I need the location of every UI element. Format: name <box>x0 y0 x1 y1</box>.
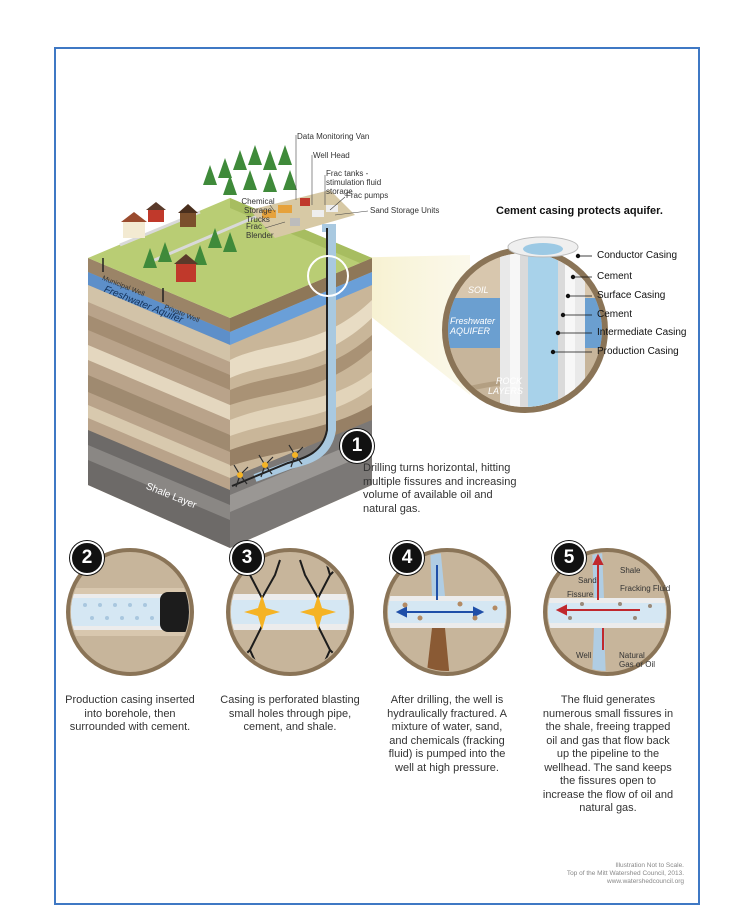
label-frac-blender: Frac Blender <box>246 222 274 240</box>
step2-illustration <box>66 548 194 676</box>
label-frac-tanks: Frac tanks - stimulation fluid storage <box>326 169 382 196</box>
step-5-caption: The fluid generates numerous small fissu… <box>542 694 674 814</box>
surface-leaders <box>264 135 369 229</box>
step5-label-sand: Sand <box>578 576 597 585</box>
casing-label-conductor: Conductor Casing <box>597 250 678 261</box>
step5-label-fissure: Fissure <box>567 590 594 599</box>
step5-label-shale: Shale <box>620 566 641 575</box>
step-4-caption: After drilling, the well is hydraulicall… <box>387 694 507 774</box>
step-3-badge: 3 <box>230 541 264 575</box>
label-well-head: Well Head <box>313 151 350 160</box>
magnifier-circle <box>307 255 349 297</box>
step5-illustration <box>543 548 671 676</box>
step-5-badge: 5 <box>552 541 586 575</box>
casing-label-intermediate: Intermediate Casing <box>597 327 687 338</box>
block-left-face <box>88 258 230 548</box>
label-data-monitoring-van: Data Monitoring Van <box>297 132 370 141</box>
step5-label-well: Well <box>576 651 592 660</box>
step-4-badge: 4 <box>390 541 424 575</box>
casing-label-surface: Surface Casing <box>597 290 666 301</box>
label-frac-pumps: Frac pumps <box>346 191 389 200</box>
step4-illustration <box>383 548 511 676</box>
credits-line-3: www.watershedcouncil.org <box>607 878 684 885</box>
step-1-text: Drilling turns horizontal, hitting multi… <box>363 462 517 515</box>
step5-label-fracking-fluid: Fracking Fluid <box>620 584 671 593</box>
callout-title: Cement casing protects aquifer. <box>496 205 663 217</box>
casing-label-cement-1: Cement <box>597 271 633 282</box>
step-3-caption: Casing is perforated blasting small hole… <box>220 694 360 733</box>
credits-line-1: Illustration Not to Scale. <box>615 862 684 869</box>
label-chemical-storage: Chemical Storage Trucks <box>241 197 275 224</box>
step5-label-natural-gas: Natural Gas or Oil <box>619 651 656 669</box>
step-2-caption: Production casing inserted into borehole… <box>65 694 195 733</box>
step-1-badge: 1 <box>340 429 374 463</box>
credits-line-2: Top of the Mitt Watershed Council, 2013. <box>566 870 684 877</box>
fracture-bursts <box>237 452 298 478</box>
callout-soil-label: SOIL <box>468 285 489 295</box>
label-sand-storage: Sand Storage Units <box>370 206 440 215</box>
credits: Illustration Not to Scale. Top of the Mi… <box>567 862 684 886</box>
fractures <box>233 444 304 488</box>
casing-leaders <box>550 253 592 355</box>
casing-label-cement-2: Cement <box>597 309 633 320</box>
step-2-badge: 2 <box>70 541 104 575</box>
callout-rock-label: ROCK LAYERS <box>488 376 523 396</box>
casing-label-production: Production Casing <box>597 346 679 357</box>
callout-aquifer-label: Freshwater AQUIFER <box>450 316 496 336</box>
trees <box>143 145 297 268</box>
step3-illustration <box>226 548 354 676</box>
houses <box>121 202 198 282</box>
